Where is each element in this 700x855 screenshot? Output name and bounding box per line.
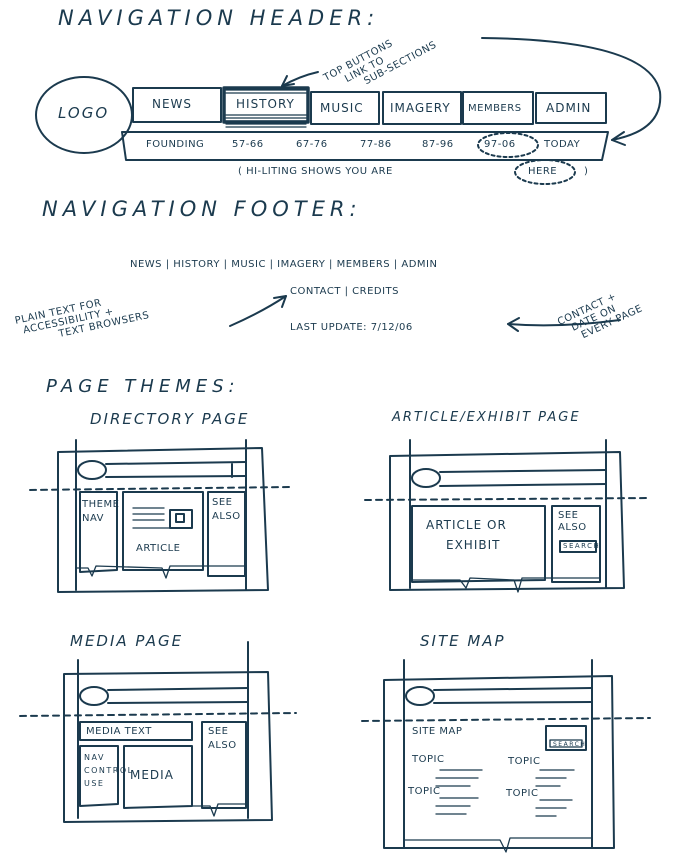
era-67-76[interactable]: 67-76 — [296, 139, 328, 150]
footer-contact-line[interactable]: Contact | Credits — [290, 286, 400, 297]
media-player-label: Media — [130, 768, 174, 782]
arrow-plain-text — [229, 295, 287, 327]
era-87-96[interactable]: 87-96 — [422, 139, 454, 150]
sitemap-page-title: Site map — [420, 632, 506, 650]
era-bar — [121, 131, 609, 161]
directory-see-also: See — [212, 497, 233, 508]
nav-button-history[interactable]: History — [236, 97, 295, 111]
sitemap-heading: Site map — [412, 726, 463, 737]
footer-section-title: Navigation Footer: — [42, 197, 362, 221]
media-see-also: See — [208, 726, 229, 737]
nav-button-music[interactable]: Music — [320, 101, 364, 115]
arrow-to-history — [281, 71, 319, 87]
media-nav-label: Nav — [84, 753, 105, 762]
era-highlight — [477, 132, 539, 158]
themes-section-title: Page Themes: — [46, 376, 240, 397]
directory-page-title: Directory Page — [90, 410, 250, 428]
era-97-06[interactable]: 97-06 — [484, 139, 516, 150]
logo-label: Logo — [58, 104, 110, 122]
article-see-also: also — [558, 522, 587, 533]
sitemap-search-button[interactable]: Search — [553, 741, 587, 748]
media-nav-label: use — [84, 779, 105, 788]
article-see-also: See — [558, 510, 579, 521]
era-77-86[interactable]: 77-86 — [360, 139, 392, 150]
nav-button-admin[interactable]: Admin — [546, 101, 592, 115]
media-wireframe — [19, 641, 297, 823]
article-search-button[interactable]: Search — [563, 542, 601, 550]
hilite-note-prefix: ( Hi-liting shows you are — [238, 166, 393, 177]
sitemap-topic[interactable]: Topic — [508, 756, 541, 767]
nav-button-imagery[interactable]: Imagery — [390, 101, 451, 115]
history-button-box — [222, 86, 310, 124]
era-founding[interactable]: Founding — [146, 139, 205, 150]
nav-button-members[interactable]: Members — [468, 103, 522, 114]
arrow-to-eras — [481, 37, 662, 141]
directory-see-also: also — [212, 511, 241, 522]
directory-theme-nav: Theme — [82, 499, 120, 510]
sitemap-topic[interactable]: Topic — [506, 788, 539, 799]
media-see-also: also — [208, 740, 237, 751]
nav-button-news[interactable]: News — [152, 97, 193, 111]
media-text-label: Media text — [86, 726, 152, 737]
footer-update-line: Last update: 7/12/06 — [290, 322, 413, 333]
hilite-note-here: Here — [528, 166, 558, 177]
here-highlight — [514, 159, 576, 185]
sitemap-topic[interactable]: Topic — [412, 754, 445, 765]
directory-theme-nav: Nav — [82, 513, 105, 524]
sitemap-topic[interactable]: Topic — [408, 786, 441, 797]
footer-links-line[interactable]: News | History | Music | Imagery | Membe… — [130, 259, 438, 270]
media-nav-label: control — [84, 766, 134, 775]
header-section-title: Navigation Header: — [58, 6, 380, 30]
directory-article-label: Article — [136, 543, 181, 554]
music-button-box — [310, 91, 380, 125]
article-body-label: Article or — [426, 518, 507, 532]
news-button-box — [132, 87, 222, 123]
hilite-note-suffix: ) — [584, 166, 589, 177]
sitemap-wireframe — [361, 659, 651, 853]
media-page-title: Media page — [70, 632, 184, 650]
admin-button-box — [535, 92, 607, 124]
arrow-contact-date — [507, 319, 621, 327]
history-hatching — [225, 89, 307, 128]
members-button-box — [462, 91, 534, 125]
era-57-66[interactable]: 57-66 — [232, 139, 264, 150]
article-wireframe — [364, 439, 651, 593]
era-today[interactable]: Today — [544, 139, 581, 150]
directory-wireframe — [29, 439, 291, 593]
article-body-label: exhibit — [446, 538, 501, 552]
article-page-title: Article/exhibit page — [392, 410, 581, 425]
imagery-button-box — [382, 91, 462, 125]
